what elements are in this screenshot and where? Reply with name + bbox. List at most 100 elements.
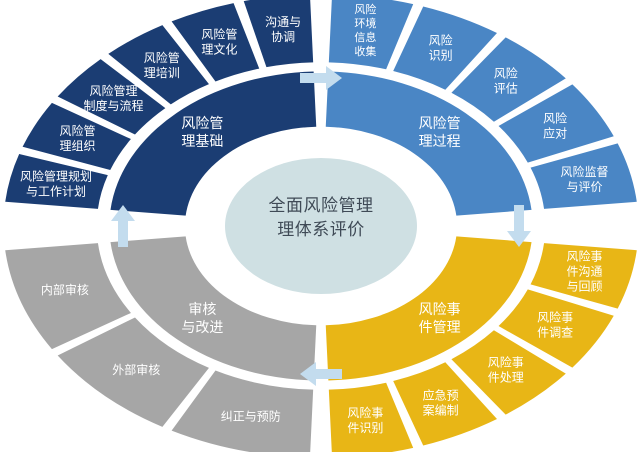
outer-label-risk-event-identification-line-1: 风险事 — [347, 405, 383, 420]
outer-label-emergency-plan-preparation-line-2: 案编制 — [423, 402, 459, 417]
quadrant-risk-management-foundation: 风险管理基础风险管理规划与工作计划风险管理组织风险管理制度与流程风险管理培训风险… — [5, 0, 317, 216]
center-group: 全面风险管理 理体系评价 — [225, 158, 417, 294]
outer-label-risk-environment-info-collection-line-1: 风险 — [354, 2, 376, 16]
outer-segment-risk-assessment[interactable] — [451, 37, 566, 122]
outer-label-risk-management-planning-line-2: 与工作计划 — [26, 185, 86, 199]
outer-label-risk-management-culture-line-2: 理文化 — [201, 42, 237, 57]
outer-label-external-audit: 外部审核 — [112, 362, 160, 377]
outer-label-risk-management-culture-line-1: 风险管 — [201, 27, 237, 42]
outer-label-risk-identification-line-1: 风险 — [429, 33, 453, 48]
outer-segment-risk-environment-info-collection[interactable] — [328, 0, 414, 70]
outer-label-risk-event-identification-line-2: 件识别 — [347, 421, 383, 435]
outer-segment-risk-identification[interactable] — [393, 6, 497, 90]
arrows-group — [111, 66, 531, 386]
outer-label-internal-audit-line-1: 内部审核 — [41, 282, 89, 297]
outer-segment-risk-event-handling[interactable] — [451, 330, 566, 415]
outer-label-risk-response-line-2: 应对 — [543, 125, 567, 140]
outer-label-risk-event-communication-review-line-3: 与回顾 — [566, 279, 602, 293]
outer-label-risk-assessment-line-2: 评估 — [494, 81, 518, 95]
outer-label-risk-management-training-line-2: 理培训 — [144, 65, 180, 80]
outer-segment-communication-coordination[interactable] — [243, 0, 314, 68]
inner-label-risk-management-process-line-1: 风险管 — [419, 116, 461, 132]
outer-label-risk-event-investigation-line-2: 件调查 — [537, 326, 573, 340]
outer-segment-risk-supervision-evaluation[interactable] — [530, 143, 637, 209]
inner-label-audit-and-improvement-line-2: 与改进 — [181, 320, 223, 336]
arrow-foundation-to-process — [300, 66, 342, 90]
outer-segment-correction-and-prevention[interactable] — [171, 370, 314, 452]
outer-segment-external-audit[interactable] — [57, 317, 209, 427]
outer-segment-risk-management-culture[interactable] — [171, 3, 260, 82]
outer-label-risk-supervision-evaluation-line-2: 与评价 — [566, 180, 602, 194]
outer-label-risk-supervision-evaluation-line-1: 风险监督 — [560, 164, 608, 179]
outer-label-emergency-plan-preparation-line-1: 应急预 — [423, 387, 459, 402]
inner-label-risk-management-foundation-line-2: 理基础 — [181, 133, 223, 150]
inner-segment-risk-event-management[interactable] — [325, 236, 532, 381]
outer-segment-risk-event-communication-review[interactable] — [530, 243, 637, 309]
outer-label-communication-coordination-line-2: 协调 — [271, 29, 295, 44]
outer-label-risk-response-line-1: 风险 — [543, 110, 567, 125]
outer-label-risk-event-communication-review-line-1: 风险事 — [566, 248, 602, 263]
outer-segment-risk-management-organization[interactable] — [22, 102, 131, 171]
outer-segment-risk-response[interactable] — [498, 84, 614, 163]
inner-segment-risk-management-foundation[interactable] — [110, 71, 317, 216]
arrow-event-to-audit — [300, 362, 342, 386]
outer-label-communication-coordination-line-1: 沟通与 — [265, 15, 301, 29]
outer-segment-emergency-plan-preparation[interactable] — [393, 362, 497, 446]
outer-segment-risk-management-training[interactable] — [108, 25, 209, 105]
inner-segment-audit-and-improvement[interactable] — [110, 236, 317, 381]
outer-label-risk-management-organization-line-2: 理组织 — [60, 139, 96, 153]
outer-label-risk-identification-line-2: 识别 — [429, 49, 453, 63]
inner-label-risk-event-management-line-2: 件管理 — [419, 320, 461, 336]
outer-label-risk-management-system-process-line-1: 风险管理 — [89, 83, 137, 98]
outer-label-correction-and-prevention: 纠正与预防 — [221, 409, 281, 424]
outer-label-risk-event-investigation-line-1: 风险事 — [537, 310, 573, 325]
center-title-line-2: 理体系评价 — [277, 220, 365, 240]
outer-label-risk-management-organization-line-1: 风险管 — [60, 123, 96, 138]
inner-label-risk-event-management-line-1: 风险事 — [419, 302, 461, 318]
outer-label-risk-management-training-line-1: 风险管 — [144, 50, 180, 65]
inner-segment-risk-management-process[interactable] — [325, 71, 532, 216]
outer-segment-risk-event-identification[interactable] — [328, 382, 414, 452]
inner-label-risk-management-process-line-2: 理过程 — [419, 134, 461, 150]
outer-label-risk-management-system-process-line-2: 制度与流程 — [83, 98, 143, 113]
outer-label-risk-event-communication-review-line-2: 件沟通 — [566, 264, 602, 278]
outer-label-risk-management-planning-line-1: 风险管理规划 — [20, 169, 92, 184]
center-ellipse — [225, 158, 417, 294]
outer-label-risk-environment-info-collection-line-2: 环境 — [354, 16, 376, 30]
arrow-audit-to-foundation — [111, 205, 135, 247]
outer-segment-risk-event-investigation[interactable] — [498, 289, 614, 368]
outer-label-external-audit-line-1: 外部审核 — [112, 362, 160, 377]
outer-segment-risk-management-system-process[interactable] — [57, 59, 166, 135]
outer-segment-internal-audit[interactable] — [5, 243, 131, 350]
outer-label-risk-assessment-line-1: 风险 — [494, 65, 518, 80]
center-title-line-1: 全面风险管理 — [269, 196, 374, 216]
outer-label-correction-and-prevention-line-1: 纠正与预防 — [221, 409, 281, 424]
outer-segment-risk-management-planning[interactable] — [5, 154, 108, 209]
segments-group: 风险管理基础风险管理规划与工作计划风险管理组织风险管理制度与流程风险管理培训风险… — [5, 0, 637, 452]
inner-label-risk-management-foundation-line-1: 风险管 — [181, 116, 223, 132]
outer-label-risk-environment-info-collection-line-4: 收集 — [354, 44, 376, 58]
inner-label-audit-and-improvement-line-1: 审核 — [188, 302, 216, 318]
